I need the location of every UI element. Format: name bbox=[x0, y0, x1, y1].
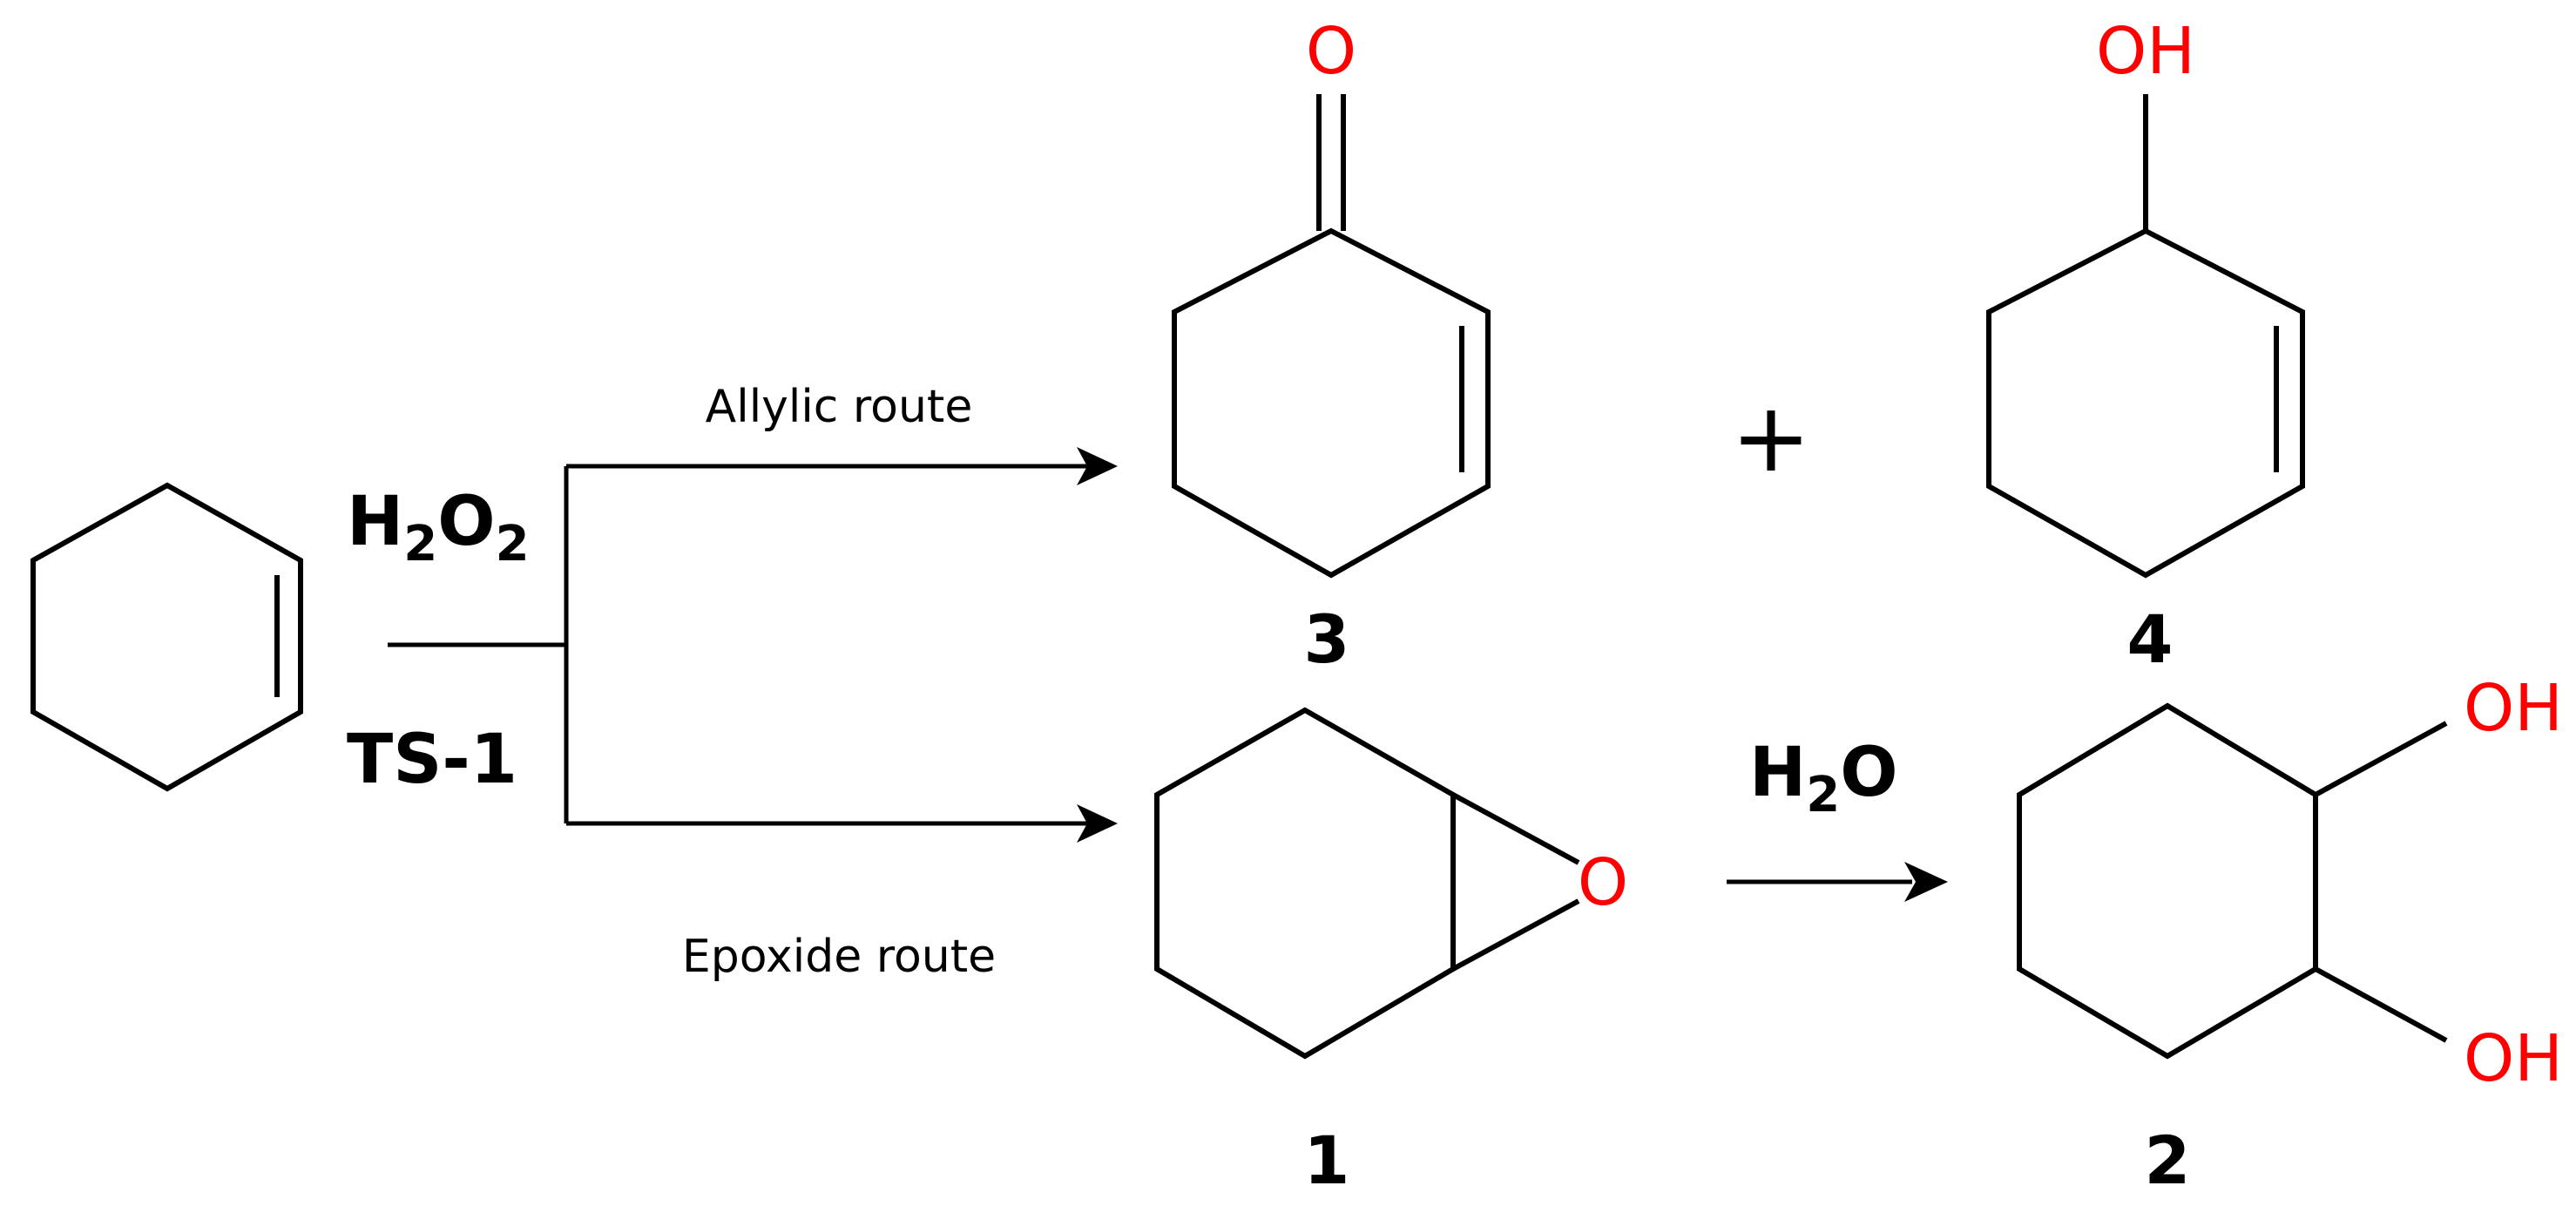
carbonyl-oxygen: O bbox=[1306, 14, 1356, 89]
epoxide-arrowhead bbox=[1077, 804, 1118, 843]
cyclohexanediol-structure: OH OH bbox=[2017, 671, 2563, 1096]
hydrolysis-arrow bbox=[1727, 862, 1948, 902]
cyclohexene-oxide-structure: O bbox=[1154, 707, 1628, 1060]
branch-arrows bbox=[388, 447, 1118, 843]
cyclohexenone-structure: O bbox=[1172, 14, 1491, 579]
cyclohexene-structure bbox=[30, 482, 303, 792]
diol-hydroxyl-top: OH bbox=[2464, 671, 2563, 746]
diol-hydroxyl-bottom: OH bbox=[2464, 1021, 2563, 1096]
plus-sign: + bbox=[1731, 382, 1811, 493]
enol-hydroxyl: OH bbox=[2096, 14, 2195, 89]
allylic-arrowhead bbox=[1077, 447, 1118, 485]
compound-1-label: 1 bbox=[1304, 1121, 1350, 1199]
allylic-route-label: Allylic route bbox=[706, 381, 973, 433]
catalyst-label: TS-1 bbox=[347, 721, 517, 799]
oxidant-label: H2O2 bbox=[347, 483, 530, 573]
epoxide-route-label: Epoxide route bbox=[682, 931, 996, 983]
compound-3-label: 3 bbox=[1304, 600, 1350, 678]
compound-4-label: 4 bbox=[2127, 600, 2174, 678]
epoxide-oxygen: O bbox=[1578, 845, 1628, 920]
water-label: H2O bbox=[1749, 734, 1898, 823]
cyclohexenol-structure: OH bbox=[1986, 14, 2305, 579]
compound-2-label: 2 bbox=[2145, 1121, 2191, 1199]
